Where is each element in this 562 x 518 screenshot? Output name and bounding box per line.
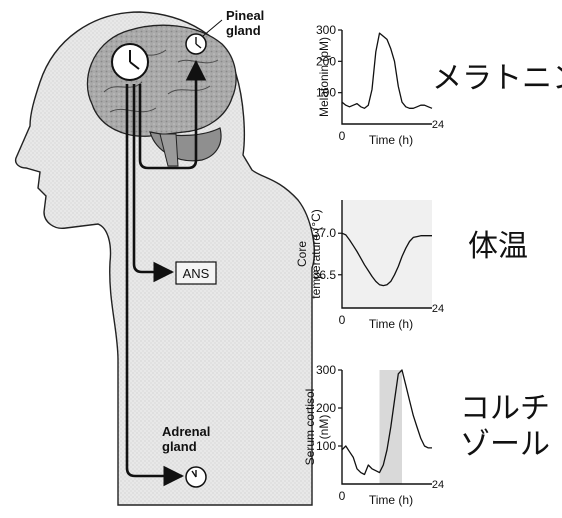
chart-2-ytick-label-2: 300 (316, 363, 336, 377)
chart-0-ytick-label-2: 300 (316, 23, 336, 37)
brain (87, 25, 236, 136)
chart-2-xtick-label-1: 24 (432, 479, 444, 491)
chart-1-xtick-label-1: 24 (432, 303, 444, 315)
temperature-jp-label: 体温 (468, 230, 528, 265)
chart-1-xtick-label-0: 0 (339, 313, 346, 327)
adrenal-label-line1: Adrenal (162, 424, 210, 439)
chart-0-xlabel: Time (h) (369, 133, 413, 147)
chart-1-panel (342, 200, 432, 308)
chart-2-ytick-label-0: 100 (316, 439, 336, 453)
pineal-label-line2: gland (226, 23, 261, 38)
chart-1-ylabel-line2: temperature (°C) (309, 209, 323, 299)
cortisol-jp-label-line2: ゾール (460, 428, 550, 463)
chart-1-xlabel: Time (h) (369, 317, 413, 331)
chart-2-ylabel-line2: (nM) (317, 415, 331, 440)
pineal-leader-line (203, 20, 222, 36)
chart-1-ylabel-line1: Core (295, 241, 309, 267)
adrenal-label-line2: gland (162, 439, 197, 454)
chart-0-ylabel: Melatonin (pM) (317, 37, 331, 117)
chart-2-xlabel: Time (h) (369, 493, 413, 507)
adrenal-clock-icon (186, 467, 206, 487)
chart-0-series-line (342, 33, 432, 108)
chart-2-ylabel-line1: Serum cortisol (303, 389, 317, 466)
chart-0-axes (342, 30, 432, 124)
melatonin-jp-label: メラトニン (432, 62, 562, 97)
pineal-clock-icon (186, 34, 206, 54)
chart-0-xtick-label-1: 24 (432, 119, 444, 131)
pineal-label-line1: Pineal (226, 8, 264, 23)
chart-2-xtick-label-0: 0 (339, 489, 346, 503)
cortisol-jp-label-line1: コルチ (460, 392, 550, 427)
chart-2-ytick-label-1: 200 (316, 401, 336, 415)
chart-0-xtick-label-0: 0 (339, 129, 346, 143)
ans-label: ANS (183, 266, 210, 281)
clock-icon (112, 44, 148, 80)
